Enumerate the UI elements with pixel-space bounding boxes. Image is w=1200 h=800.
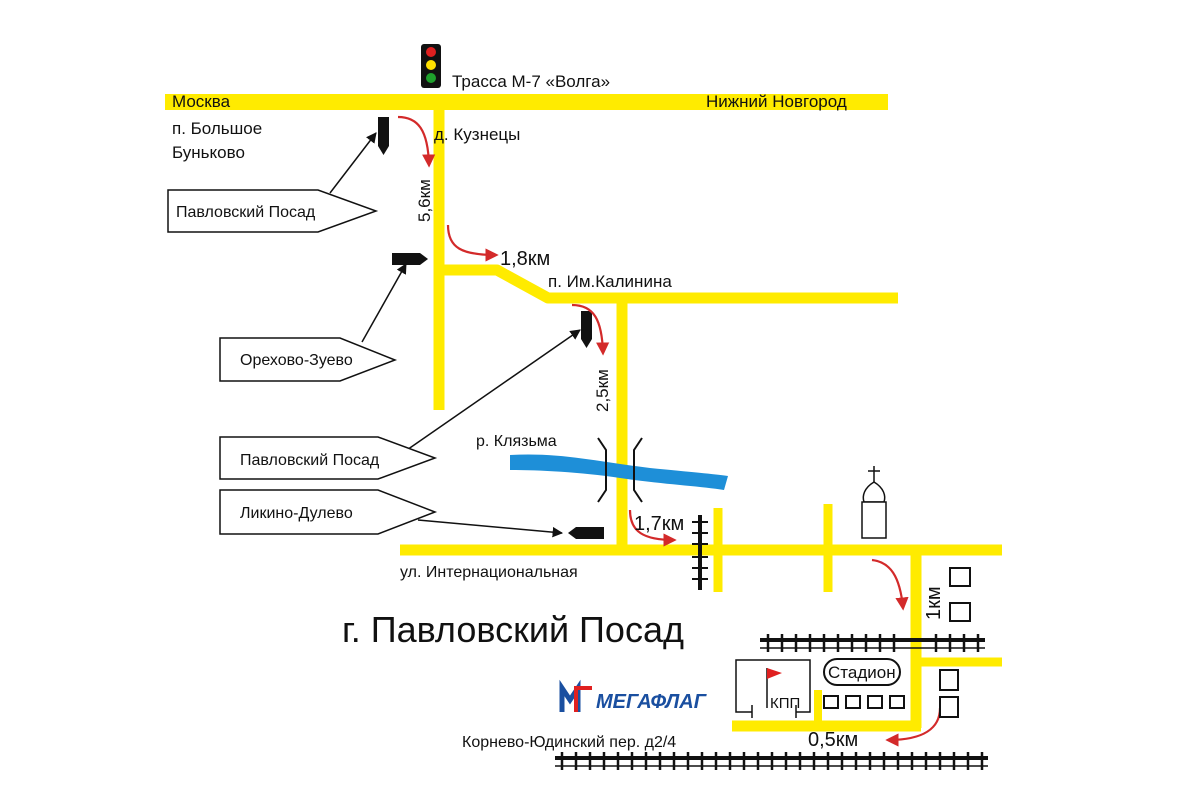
- bridge: [597, 437, 643, 503]
- direction-sign-2: Орехово-Зуево: [219, 337, 398, 382]
- sign-pointer-lines: [329, 132, 581, 538]
- checkpoint-label: КПП: [770, 695, 800, 712]
- river-label: р. Клязьма: [476, 433, 557, 450]
- pointer-likino: [568, 527, 604, 539]
- distance-label-4: 1,7км: [634, 513, 684, 535]
- building: [889, 695, 905, 709]
- direction-sign-4: Ликино-Дулево: [219, 489, 438, 535]
- direction-sign-1: Павловский Посад: [167, 189, 379, 233]
- highway-east-label: Нижний Новгород: [706, 92, 847, 111]
- church-icon: [861, 466, 887, 539]
- distance-label-1: 5,6км: [415, 179, 434, 222]
- route-arrow-5: [871, 558, 909, 611]
- street-internatsionalnaya: ул. Интернациональная: [400, 564, 578, 581]
- distance-label-5: 1км: [923, 586, 945, 620]
- route-arrow-1: [397, 115, 436, 168]
- road-to-kalinina: [439, 264, 898, 304]
- factory-enclosure: [735, 659, 811, 718]
- sign-1-label: Павловский Посад: [176, 204, 316, 221]
- pointer-kalinina: [581, 311, 592, 348]
- place-kuznetsy: д. Кузнецы: [434, 125, 520, 144]
- route-arrow-3: [571, 303, 610, 356]
- highway-west-label: Москва: [172, 92, 231, 111]
- distance-label-3: 2,5км: [593, 369, 612, 412]
- distance-label-6: 0,5км: [808, 729, 858, 751]
- building: [867, 695, 883, 709]
- buildings: [823, 567, 971, 718]
- megaflag-logo: МЕГАФЛАГ: [559, 679, 708, 713]
- railway-icon: [555, 515, 988, 770]
- building: [949, 567, 971, 587]
- stadium-outline: [823, 658, 901, 686]
- pointer-bunkovo: [378, 117, 389, 155]
- building: [845, 695, 861, 709]
- sign-2-label: Орехово-Зуево: [240, 352, 353, 369]
- building: [939, 669, 959, 691]
- traffic-light-icon: [421, 44, 441, 88]
- address-label: Корнево-Юдинский пер. д2/4: [462, 734, 676, 751]
- building: [939, 696, 959, 718]
- route-arrow-2: [446, 224, 499, 262]
- distance-label-2: 1,8км: [500, 248, 550, 270]
- place-kalinina: п. Им.Калинина: [548, 272, 672, 291]
- highway-name: Трасса М-7 «Волга»: [452, 72, 610, 91]
- flag-icon: [766, 668, 782, 708]
- route-arrows: [397, 115, 942, 747]
- direction-pointer-icon: [378, 117, 604, 539]
- river-klyazma: [510, 454, 728, 490]
- city-label: г. Павловский Посад: [342, 609, 684, 650]
- place-bunkovo-1: п. Большое: [172, 119, 262, 138]
- direction-sign-3: Павловский Посад: [219, 436, 438, 480]
- building: [823, 695, 839, 709]
- stadium-label: Стадион: [828, 663, 896, 682]
- pointer-orekhovo: [392, 253, 428, 265]
- place-bunkovo-2: Буньково: [172, 143, 245, 162]
- sign-4-label: Ликино-Дулево: [240, 505, 353, 522]
- logo-text: МЕГАФЛАГ: [596, 691, 708, 713]
- building: [949, 602, 971, 622]
- route-arrow-4: [628, 509, 677, 547]
- sign-3-label: Павловский Посад: [240, 452, 380, 469]
